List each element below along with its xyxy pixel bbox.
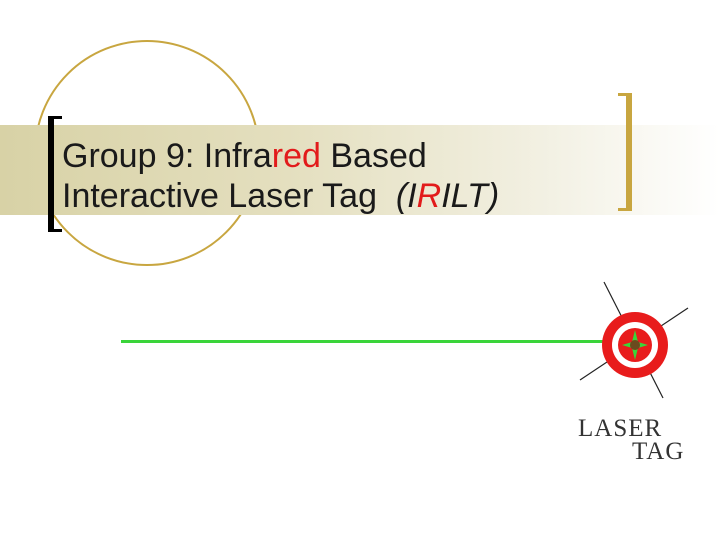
acronym: (IRILT) <box>396 177 499 215</box>
title-text: Based <box>320 137 427 175</box>
right-bracket <box>618 93 632 211</box>
title-red-word: red <box>271 137 321 175</box>
acronym-text: (I <box>395 177 417 215</box>
title-line2: Interactive Laser Tag (IRILT) <box>62 177 499 215</box>
target-logo-icon <box>579 281 689 399</box>
laser-beam <box>121 340 623 343</box>
logo-word-laser: LASER <box>578 415 663 442</box>
acronym-text: ILT) <box>441 177 500 215</box>
title-band <box>0 125 720 215</box>
title-text: Interactive Laser Tag <box>62 177 396 215</box>
title-line1: Group 9: Infrared Based <box>62 137 427 175</box>
target-center <box>630 340 640 350</box>
logo-word-tag: TAG <box>632 438 685 465</box>
slide-title: Group 9: Infrared Based Interactive Lase… <box>62 136 622 216</box>
title-text: Group 9: Infra <box>62 137 272 175</box>
left-bracket <box>48 116 62 232</box>
acronym-red-letter: R <box>416 177 442 215</box>
